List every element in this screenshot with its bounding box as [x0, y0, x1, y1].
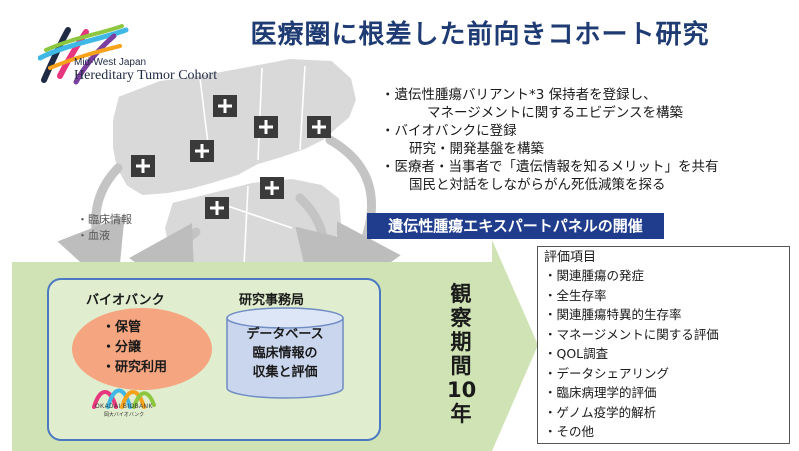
hospital-icon-5: [131, 155, 155, 177]
biobank-item-distribution: ・分譲: [102, 340, 142, 355]
evaluation-item: ・データシェアリング: [544, 365, 670, 381]
obs-char-6: 年: [450, 402, 472, 426]
biobank-logo-subtext: 岡大バイオバンク: [103, 412, 145, 418]
biobank-logo-text: OKADAI BIOBANK: [94, 404, 153, 410]
evaluation-item: ・ゲノム疫学的解析: [544, 404, 657, 420]
label-blood: ・血液: [77, 229, 110, 242]
hospital-icon-3: [307, 116, 331, 138]
biobank-ellipse: [72, 308, 212, 390]
bullet-3-sub: 国民と対話をしながらがん死低減策を探る: [409, 177, 666, 193]
evaluation-item: ・その他: [544, 424, 595, 439]
biobank-items: ・保管 ・分譲 ・研究利用: [102, 318, 167, 378]
bullet-1-head: ・遺伝性腫瘍バリアント*3 保持者を登録し、: [381, 87, 657, 103]
bullet-2-sub: 研究・開発基盤を構築: [409, 141, 544, 157]
obs-char-4: 間: [450, 354, 472, 378]
research-office-heading: 研究事務局: [239, 293, 305, 308]
biobank-logo-icon: [92, 388, 156, 409]
obs-char-1: 観: [450, 282, 472, 306]
evaluation-item: ・QOL調査: [544, 346, 609, 361]
hospital-icon-2: [254, 116, 278, 138]
curved-arrow-left: [57, 163, 125, 296]
database-cylinder-icon: [226, 307, 344, 399]
hospital-icon-6: [260, 177, 284, 199]
map-chugoku-region: [111, 56, 359, 198]
evaluation-item: ・関連腫瘍の発症: [544, 268, 645, 283]
hospital-icon-1: [213, 95, 237, 117]
bullet-1-sub: マネージメントに関するエビデンスを構築: [427, 105, 683, 121]
cohort-logo-icon: [38, 24, 129, 85]
sample-labels: ・臨床情報 ・血液: [77, 212, 132, 244]
page-title: 医療圏に根差した前向きコホート研究: [250, 20, 710, 50]
logo-line-2: Hereditary Tumor Cohort: [74, 68, 218, 83]
database-line-3: 収集と評価: [252, 365, 318, 380]
evaluation-item: ・全生存率: [544, 287, 607, 303]
evaluation-item: ・マネージメントに関する評価: [544, 326, 719, 342]
database-text: データベース 臨床情報の 収集と評価: [225, 325, 345, 382]
evaluation-title: 評価項目: [544, 250, 597, 265]
hospital-icon-4: [190, 140, 214, 162]
observation-period-label: 観 察 期 間 10 年: [447, 282, 477, 426]
bullet-2-head: ・バイオバンクに登録: [381, 123, 517, 139]
obs-char-3: 期: [450, 330, 472, 354]
database-line-2: 臨床情報の: [252, 346, 318, 361]
bullet-3-head: ・医療者・当事者で「遺伝情報を知るメリット」を共有: [381, 159, 719, 175]
evaluation-box: 評価項目 ・関連腫瘍の発症 ・全生存率 ・関連腫瘍特異的生存率 ・マネージメント…: [537, 246, 790, 444]
logo-line-1: Mid-West Japan: [74, 57, 147, 68]
label-clinical-info: ・臨床情報: [77, 213, 132, 226]
cohort-logo-text: Mid-West Japan Hereditary Tumor Cohort: [74, 56, 218, 83]
evaluation-list: ・関連腫瘍の発症 ・全生存率 ・関連腫瘍特異的生存率 ・マネージメントに関する評…: [544, 266, 783, 442]
curved-arrow-right: [325, 135, 401, 302]
objective-bullets: ・遺伝性腫瘍バリアント*3 保持者を登録し、 マネージメントに関するエビデンスを…: [381, 86, 791, 194]
obs-char-5: 10: [447, 378, 477, 402]
biobank-heading: バイオバンク: [86, 293, 165, 308]
expert-panel-banner: 遺伝性腫瘍エキスパートパネルの開催: [367, 213, 664, 239]
database-line-1: データベース: [246, 327, 324, 342]
hospital-icon-7: [205, 197, 229, 219]
biobank-item-storage: ・保管: [102, 320, 142, 335]
evaluation-item: ・臨床病理学的評価: [544, 385, 657, 400]
obs-char-2: 察: [450, 306, 472, 330]
evaluation-item: ・関連腫瘍特異的生存率: [544, 307, 682, 322]
biobank-item-research-use: ・研究利用: [102, 360, 168, 375]
curved-arrow-center-right: [295, 193, 366, 306]
